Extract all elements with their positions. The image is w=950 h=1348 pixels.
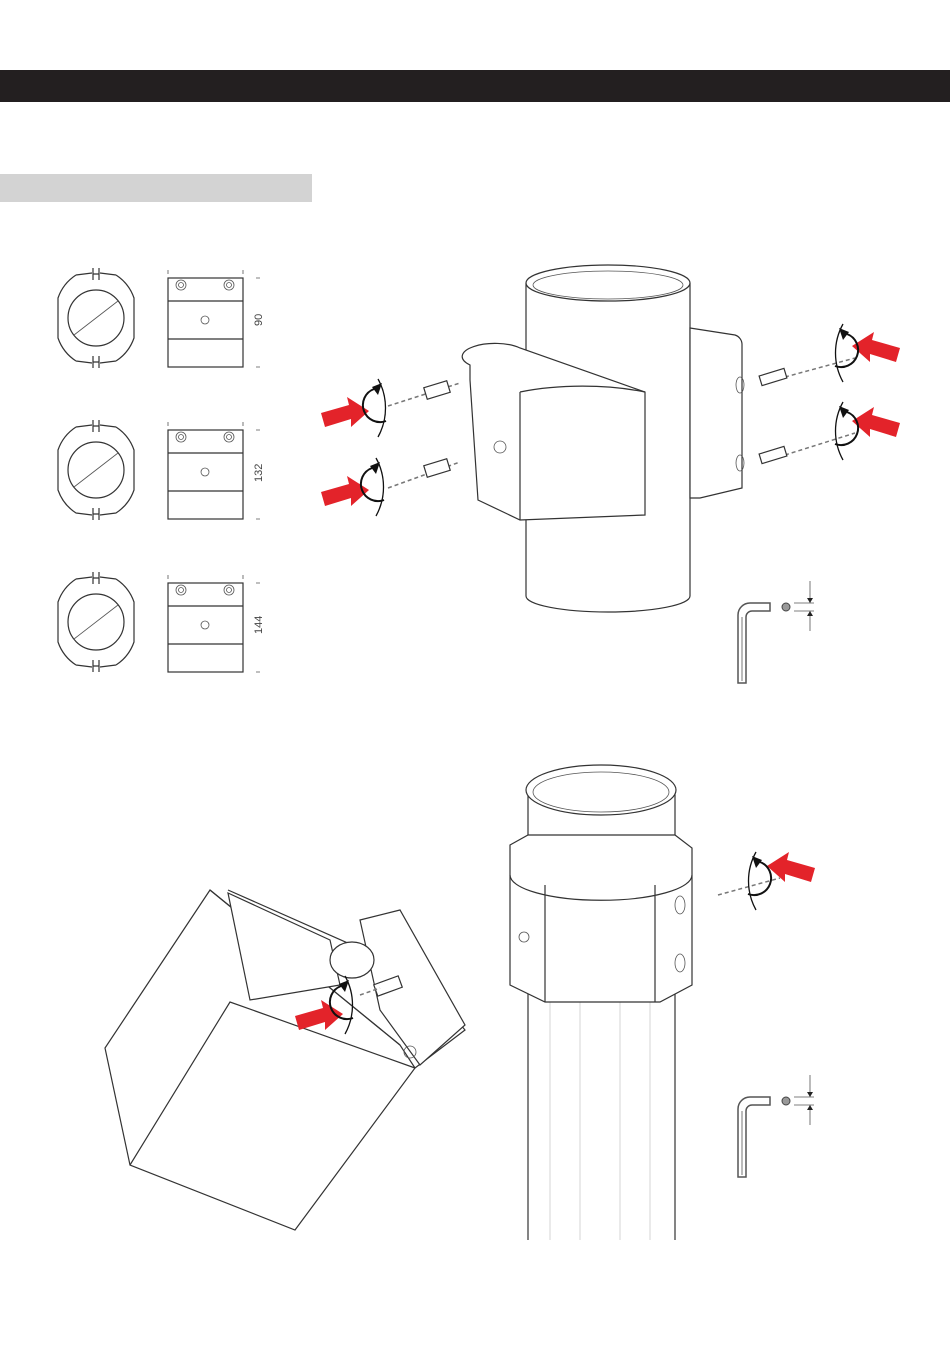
pipe-clamp-assembly bbox=[387, 264, 856, 613]
header-bar bbox=[0, 70, 950, 102]
hex-key-icon bbox=[737, 1074, 815, 1178]
clamp-side-icon bbox=[167, 421, 261, 520]
push-arrow-icon bbox=[767, 852, 815, 882]
clamp-profile-132: 132 bbox=[57, 419, 265, 521]
push-arrow-icon bbox=[852, 407, 900, 437]
clamp-ring-icon bbox=[57, 267, 135, 369]
pole-with-clamp bbox=[509, 764, 781, 1240]
clamp-side-icon bbox=[167, 269, 261, 368]
rotate-arrow-icon bbox=[361, 378, 387, 438]
dimension-label: 144 bbox=[253, 616, 265, 634]
clamp-side-icon bbox=[167, 574, 261, 673]
clamp-profile-144: 144 bbox=[57, 571, 265, 673]
clamp-ring-icon bbox=[57, 419, 135, 521]
hex-key-icon bbox=[737, 580, 815, 684]
push-arrow-icon bbox=[321, 397, 369, 427]
clamp-profile-90: 90 bbox=[57, 267, 265, 369]
dimension-label: 90 bbox=[253, 314, 265, 326]
rotate-arrow-icon bbox=[359, 457, 385, 517]
rotate-arrow-icon bbox=[834, 401, 860, 461]
clamp-ring-icon bbox=[57, 571, 135, 673]
dimension-label: 132 bbox=[253, 464, 265, 482]
fixture-box-illustration bbox=[104, 889, 466, 1231]
section-title-bar bbox=[0, 174, 312, 202]
rotate-arrow-icon bbox=[834, 323, 860, 383]
push-arrow-icon bbox=[852, 332, 900, 362]
